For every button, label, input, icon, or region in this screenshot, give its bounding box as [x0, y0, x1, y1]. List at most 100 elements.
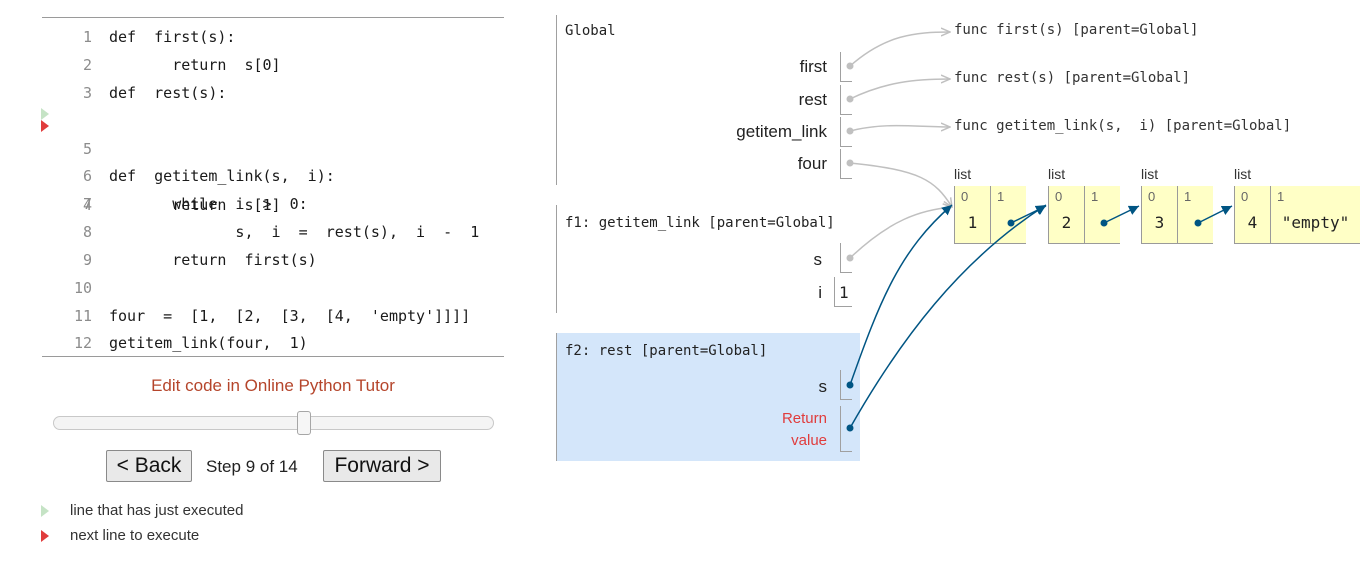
cell-index: 0: [1241, 189, 1249, 204]
forward-button[interactable]: Forward >: [323, 450, 441, 482]
func-getitem-link-object: func getitem_link(s, i) [parent=Global]: [954, 118, 1292, 134]
pointer-four-arrow: [849, 162, 952, 207]
list-link-arrow: [1197, 205, 1233, 224]
pointer-f1-s-arrow: [849, 207, 952, 259]
list-cell: 0 3: [1141, 186, 1177, 244]
var-cell: [840, 406, 852, 452]
var-cell: [840, 85, 852, 115]
var-i-value: 1: [839, 283, 849, 302]
pointer-f2-s-arrow: [849, 204, 953, 386]
list-type-label: list: [1141, 166, 1159, 182]
line-number: 10: [73, 279, 92, 297]
cell-value: 3: [1154, 213, 1165, 232]
line-number: 8: [82, 223, 92, 241]
line-number: 12: [73, 334, 92, 352]
list-link-arrow: [1010, 205, 1047, 224]
pointer-rest-arrow: [849, 79, 950, 100]
list-type-label: list: [954, 166, 972, 182]
cell-value: "empty": [1281, 213, 1350, 232]
legend-next-text: next line to execute: [70, 527, 200, 544]
pointer-first-arrow: [849, 32, 950, 67]
list-link-arrow: [1103, 205, 1140, 224]
line-number: 5: [82, 140, 92, 158]
list-cell: 1: [1177, 186, 1213, 244]
edit-code-link[interactable]: Edit code in Online Python Tutor: [151, 376, 395, 395]
list-cell: 0 1: [954, 186, 990, 244]
var-cell: [840, 149, 852, 179]
var-s: s: [813, 250, 823, 269]
var-cell: [840, 52, 852, 82]
cell-index: 1: [1277, 189, 1285, 204]
line-code: def getitem_link(s, i):: [109, 167, 335, 185]
cell-value: 1: [967, 213, 978, 232]
func-rest-object: func rest(s) [parent=Global]: [954, 70, 1191, 86]
code-line: 9 return first(s): [42, 246, 504, 274]
line-number: 3: [82, 84, 92, 102]
list-cell: 0 4: [1234, 186, 1270, 244]
cell-index: 1: [1091, 189, 1099, 204]
line-number: 7: [82, 195, 92, 213]
var-cell: [840, 117, 852, 147]
next-line-arrow-icon: [41, 530, 49, 542]
prev-line-arrow-icon: [41, 505, 49, 517]
var-getitem-link: getitem_link: [736, 122, 827, 141]
list-cell: 1 "empty": [1270, 186, 1360, 244]
line-code: def first(s):: [109, 28, 236, 46]
code-line: 1 def first(s):: [42, 23, 504, 51]
line-code: return s[0]: [109, 56, 281, 74]
line-number: 6: [82, 167, 92, 185]
var-i: i: [818, 283, 822, 302]
global-frame: Global: [556, 15, 856, 185]
cell-index: 1: [1184, 189, 1192, 204]
var-four: four: [797, 154, 827, 173]
line-code: while i > 0:: [109, 195, 308, 213]
code-line: 8 s, i = rest(s), i - 1: [42, 218, 504, 246]
code-line: 3 def rest(s):: [42, 79, 504, 107]
frame-title: Global: [565, 23, 616, 39]
frame-title: f1: getitem_link [parent=Global]: [565, 215, 835, 231]
list-cell: 1: [990, 186, 1026, 244]
cell-index: 1: [997, 189, 1005, 204]
return-label-line2: value: [791, 432, 827, 449]
func-first-object: func first(s) [parent=Global]: [954, 22, 1199, 38]
var-s: s: [818, 377, 828, 396]
pointer-getitem-link-arrow: [849, 126, 950, 132]
f1-frame: f1: getitem_link [parent=Global]: [556, 205, 856, 313]
cell-value: 2: [1061, 213, 1072, 232]
list-cell: 0 2: [1048, 186, 1084, 244]
pointer-return-value-arrow: [849, 204, 1047, 429]
code-line: 12 getitem_link(four, 1): [42, 329, 504, 357]
line-number: 9: [82, 251, 92, 269]
line-number: 11: [73, 307, 92, 325]
var-first: first: [799, 57, 827, 76]
frame-title: f2: rest [parent=Global]: [565, 343, 768, 359]
line-code: s, i = rest(s), i - 1: [109, 223, 480, 241]
next-line-arrow-icon: [41, 120, 49, 132]
line-number: 1: [82, 28, 92, 46]
list-type-label: list: [1234, 166, 1252, 182]
prev-line-arrow-icon: [41, 108, 49, 120]
line-code: four = [1, [2, [3, [4, 'empty']]]]: [109, 307, 471, 325]
back-button[interactable]: < Back: [106, 450, 192, 482]
return-value-label: Return value: [782, 408, 827, 452]
var-cell: [840, 370, 852, 400]
line-number: 2: [82, 56, 92, 74]
code-line: 10: [42, 274, 504, 302]
var-cell: [834, 277, 852, 307]
code-panel: 1 def first(s): 2 return s[0] 3 def rest(s…: [41, 17, 504, 357]
f2-frame: f2: rest [parent=Global]: [556, 333, 860, 461]
list-type-label: list: [1048, 166, 1066, 182]
var-rest: rest: [798, 90, 827, 109]
code-line: 7 while i > 0:: [42, 190, 504, 218]
code-line: 6 def getitem_link(s, i):: [42, 162, 504, 190]
cell-index: 0: [1055, 189, 1063, 204]
line-code: return s[1]: [109, 196, 281, 214]
cell-index: 0: [1148, 189, 1156, 204]
step-slider[interactable]: [53, 411, 494, 435]
line-code: getitem_link(four, 1): [109, 334, 308, 352]
code-line: 5: [42, 135, 504, 163]
slider-handle[interactable]: [297, 411, 311, 435]
line-code: def rest(s):: [109, 84, 227, 102]
legend-prev-text: line that has just executed: [70, 502, 244, 519]
